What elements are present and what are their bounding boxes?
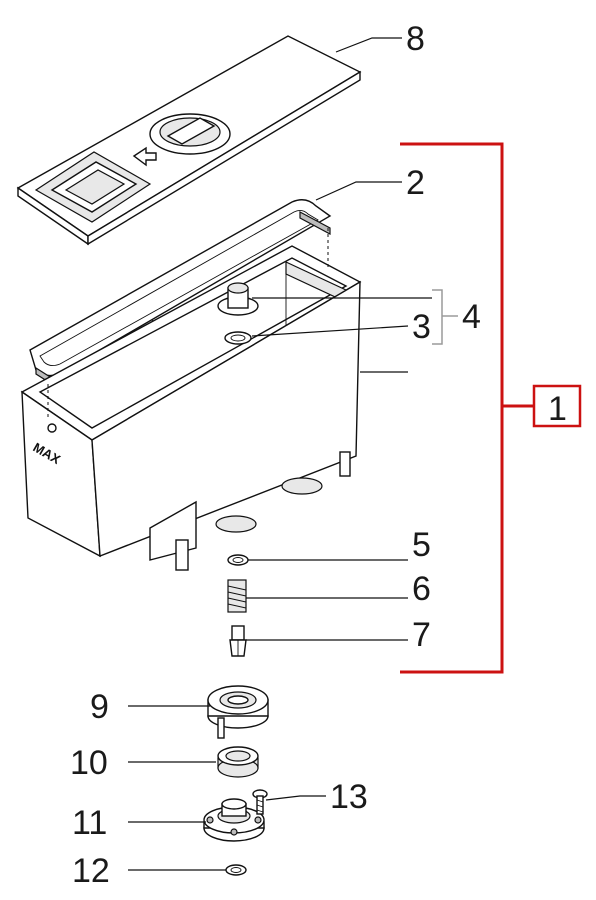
assembly-1-bracket [400, 142, 504, 674]
part-8-lid [16, 35, 362, 246]
callout-5: 5 [412, 526, 431, 564]
part-11-flange [203, 798, 265, 842]
part-5-washer [227, 554, 249, 566]
leader-lines [128, 37, 432, 871]
part-4-valve [217, 282, 259, 316]
part-9-valve-seat [207, 685, 269, 739]
part-7-valve-pin [229, 625, 247, 657]
callout-4: 4 [462, 298, 481, 336]
callout-11: 11 [72, 804, 107, 842]
callout-6: 6 [412, 570, 431, 608]
callout-3: 3 [412, 308, 431, 346]
part-3-o-ring [224, 331, 252, 345]
callout-12: 12 [72, 852, 110, 890]
callout-10: 10 [70, 744, 108, 782]
part-10-seal [217, 746, 259, 778]
callout-7: 7 [412, 616, 431, 654]
callout-9: 9 [90, 688, 109, 726]
callout-2: 2 [406, 164, 425, 202]
callout-13: 13 [330, 778, 368, 816]
part-12-o-ring [225, 864, 247, 876]
part-6-spring [227, 579, 247, 613]
part-13-screw [252, 789, 268, 815]
callout-8: 8 [406, 20, 425, 58]
subgroup-4-bracket [432, 289, 443, 345]
part-1-water-tank: MAX [20, 228, 362, 571]
callout-1: 1 [548, 390, 567, 428]
assembly-1-box [532, 384, 582, 428]
